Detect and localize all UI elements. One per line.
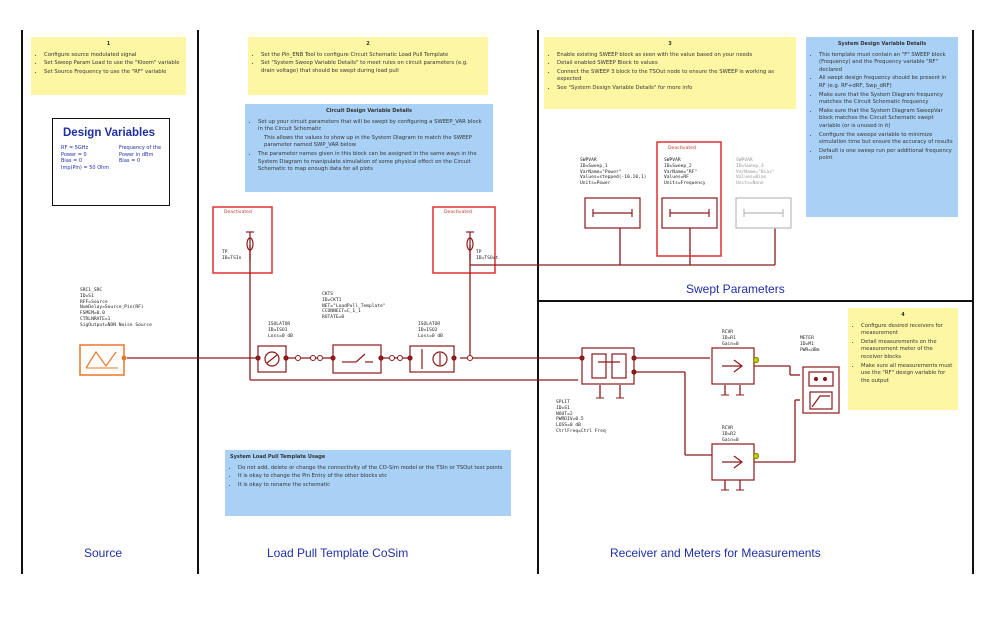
sweep-block-2	[661, 197, 718, 229]
circuit-design-note: Circuit Design Variable Details Set up y…	[245, 104, 493, 192]
swept-note-item: See "System Design Variable Details" for…	[557, 85, 791, 93]
design-variable: Imp(Pin) = 50 Ohm	[61, 164, 110, 171]
loadpull-usage-note: System Load Pull Template Usage Do not a…	[225, 450, 511, 516]
system-design-note-item: This template must contain an "F" SWEEP …	[819, 52, 953, 75]
circuit-design-note-item: Set up your circuit parameters that will…	[258, 119, 488, 134]
loadpull-note-header: 2	[366, 41, 370, 47]
loadpull-usage-note-item: Do not add, delete or change the connect…	[238, 465, 506, 473]
circuit-design-note-item: This allows the values to show up in the…	[264, 134, 472, 149]
sweep-block-3-disabled	[735, 197, 792, 229]
source-block	[79, 344, 127, 376]
design-variables-col1: RF = 5GHz Power = 0 Bias = 0 Imp(Pin) = …	[61, 145, 109, 171]
meters-note-item: Configure desired receivers for measurem…	[861, 323, 953, 338]
design-variable: RF = 5GHz	[61, 145, 89, 151]
receiver-2-label: RCVR ID=R2 Gain=0	[722, 426, 739, 443]
meters-note-item: Detail measurements on the measurement m…	[861, 339, 953, 362]
junction-circle	[389, 355, 395, 361]
meter-label: METER ID=M1 PWR=dBm	[800, 336, 820, 353]
meters-note-header: 4	[901, 312, 905, 318]
frame-left-line	[21, 30, 23, 574]
isolator-2-label: ISOLATOR ID=ISO2 Loss=0 dB	[418, 322, 443, 339]
splitter-block	[579, 347, 637, 385]
source-note: 1 Configure source modulated signal Set …	[31, 37, 186, 95]
receiver-1-block	[711, 347, 760, 385]
loadpull-usage-note-header: System Load Pull Template Usage	[230, 454, 326, 460]
cosim-label: CKTS ID=CKT1 NET="LoadPull_Template" CCO…	[322, 292, 386, 321]
frame-horizontal-divider	[537, 300, 974, 302]
system-design-note-header: System Design Variable Details	[837, 41, 927, 47]
swept-note: 3 Enable existing SWEEP block as seen wi…	[544, 37, 796, 109]
meters-note-item: Make sure all measurements must use the …	[861, 363, 953, 386]
junction-circle	[397, 355, 403, 361]
receiver-2-block	[711, 443, 760, 481]
swept-note-item: Enable existing SWEEP block as seen with…	[557, 52, 791, 60]
splitter-label: SPLIT ID=S1 NOUT=2 PWRDIV=0.5 LOSS=0 dB …	[556, 400, 606, 434]
design-variable-desc: Bias = 0	[119, 158, 141, 164]
deactivated-label-sweep2: Deactivated	[668, 146, 696, 151]
swept-note-item: Connect the SWEEP 3 block to the TSOut n…	[557, 69, 791, 84]
sweep-2-label: SWPVAR ID=Sweep_2 VarName="RF" Values=RF…	[664, 158, 706, 187]
source-note-item: Set Sweep Param Load to use the "Kloom" …	[44, 60, 181, 68]
junction-circle	[310, 355, 316, 361]
junction-circle	[467, 355, 473, 361]
deactivated-label-tsout: Deactivated	[444, 210, 472, 215]
source-note-header: 1	[106, 41, 111, 47]
isolator-2-block	[407, 345, 457, 373]
source-note-item: Set Source Frequency to use the "RF" var…	[44, 69, 181, 77]
receiver-1-label: RCVR ID=R1 Gain=0	[722, 330, 739, 347]
design-variable-desc: Frequency of the	[119, 145, 162, 151]
loadpull-note-item: Set the Pin_ENB Tool to configure Circui…	[261, 52, 483, 60]
junction-circle	[317, 355, 323, 361]
deactivated-box-tsin	[212, 206, 273, 274]
ground-ticks	[596, 394, 744, 491]
design-variable: Bias = 0	[61, 158, 83, 164]
system-design-note-item: Make sure that the System Diagram SweepV…	[819, 108, 953, 131]
design-variables-box: Design Variables RF = 5GHz Power = 0 Bia…	[52, 118, 170, 206]
design-variables-title: Design Variables	[63, 127, 156, 139]
design-variables-col2: Frequency of the Power in dBm Bias = 0	[119, 145, 161, 165]
meters-note: 4 Configure desired receivers for measur…	[848, 308, 958, 410]
system-design-note-item: Default is one sweep run per additional …	[819, 148, 953, 163]
section-title-source: Source	[84, 546, 123, 560]
source-note-item: Configure source modulated signal	[44, 52, 181, 60]
source-label: SRC1_SRC ID=S1 RFF=Source NumDelay=Sourc…	[80, 288, 152, 328]
sweep-block-1	[584, 197, 641, 229]
design-variable: Power = 0	[61, 151, 87, 158]
deactivated-box-tsout	[432, 206, 496, 274]
junction-circle	[295, 355, 301, 361]
section-title-load-pull: Load Pull Template CoSim	[267, 546, 409, 560]
isolator-1-label: ISOLATOR ID=ISO1 Loss=0 dB	[268, 322, 293, 339]
loadpull-usage-note-item: It is okay to change the Pin Entry of th…	[238, 473, 506, 481]
circuit-design-note-item: The parameter names given in this block …	[258, 151, 488, 174]
circuit-design-note-header: Circuit Design Variable Details	[326, 108, 412, 114]
frame-right-line	[972, 30, 974, 574]
frame-divider-1	[197, 30, 199, 574]
design-variable-desc: Power in dBm	[119, 151, 154, 158]
system-design-note-item: Make sure that the System Diagram freque…	[819, 92, 953, 107]
meter-block	[802, 366, 840, 414]
deactivated-label-tsin: Deactivated	[224, 210, 252, 215]
tsin-label: TP ID=TSIn	[222, 250, 242, 261]
system-design-note-item: All swept design frequency should be pre…	[819, 75, 953, 90]
tsout-probe	[466, 231, 474, 260]
wire-group	[127, 222, 800, 490]
tsout-label: TP ID=TSOut	[476, 250, 499, 261]
loadpull-usage-note-item: It is okay to rename the schematic	[238, 482, 506, 490]
frame-divider-2	[537, 30, 539, 574]
section-title-receiver: Receiver and Meters for Measurements	[610, 546, 821, 560]
system-design-note-item: Configure the sweeps variable to minimiz…	[819, 132, 953, 147]
cosim-block	[330, 344, 384, 374]
sweep-1-label: SWPVAR ID=Sweep_1 VarName="Power" Values…	[580, 158, 647, 187]
loadpull-note-item: Set "System Sweep Variable Details" to m…	[261, 60, 483, 75]
deactivated-box-sweep2	[656, 141, 722, 257]
swept-note-header: 3	[668, 41, 672, 47]
isolator-1-block	[255, 345, 289, 373]
loadpull-note: 2 Set the Pin_ENB Tool to configure Circ…	[248, 37, 488, 95]
swept-note-item: Detail enabled SWEEP Block to values	[557, 60, 791, 68]
sweep-3-label: SWPVAR ID=Sweep_3 VarName="Bias" Values=…	[736, 158, 775, 187]
system-design-note: System Design Variable Details This temp…	[806, 37, 958, 217]
tsin-probe	[246, 231, 254, 260]
section-title-swept: Swept Parameters	[686, 282, 785, 296]
